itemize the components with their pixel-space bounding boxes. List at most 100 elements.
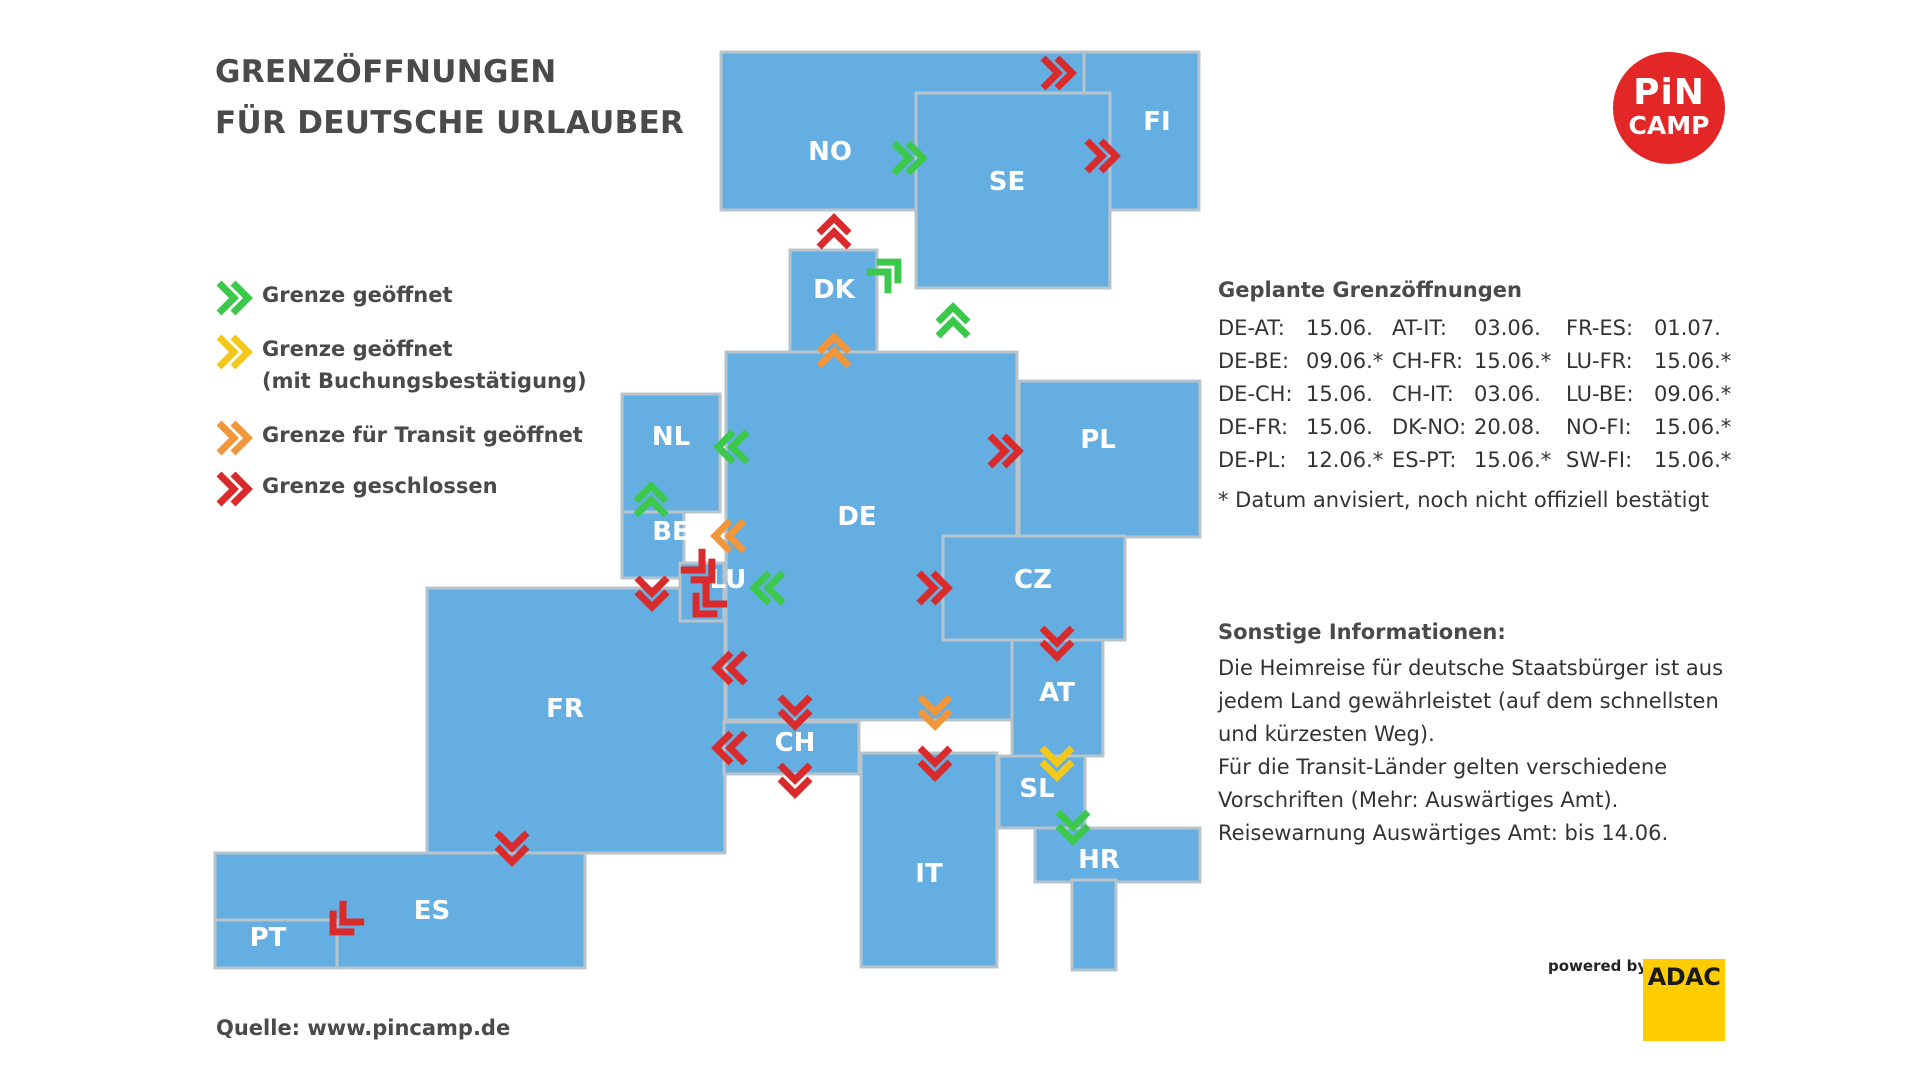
border-closed-es-pt-icon bbox=[329, 900, 365, 936]
planned-opening-row: LU-BE: 09.06.* bbox=[1566, 382, 1736, 412]
planned-opening-border: LU-FR: bbox=[1566, 349, 1633, 373]
country-label-fr: FR bbox=[546, 694, 584, 724]
planned-opening-border: CH-IT: bbox=[1392, 382, 1454, 406]
country-label-cz: CZ bbox=[1014, 565, 1052, 595]
adac-logo: ADAC bbox=[1643, 959, 1725, 1041]
country-pl bbox=[1017, 379, 1202, 539]
border-closed-de-cz-icon bbox=[916, 570, 953, 606]
legend-label: Grenze geschlossen bbox=[262, 474, 498, 498]
planned-opening-row: DK-NO:20.08. bbox=[1392, 415, 1562, 445]
country-label-fi: FI bbox=[1143, 107, 1170, 137]
country-label-es: ES bbox=[414, 896, 451, 926]
planned-opening-border: LU-BE: bbox=[1566, 382, 1634, 406]
country-ch bbox=[722, 720, 861, 776]
planned-opening-row: CH-IT: 03.06. bbox=[1392, 382, 1562, 412]
planned-opening-date: 15.06.* bbox=[1474, 448, 1552, 472]
country-hr-south bbox=[1070, 878, 1118, 972]
border-closed-cz-at-icon bbox=[1039, 625, 1075, 662]
country-fr bbox=[425, 586, 727, 855]
border-open-de-se-icon bbox=[935, 302, 971, 339]
border-closed-de-ch-icon bbox=[777, 694, 813, 731]
planned-opening-row: AT-IT: 03.06. bbox=[1392, 316, 1562, 346]
planned-opening-border: DE-AT: bbox=[1218, 316, 1285, 340]
planned-opening-date: 09.06.* bbox=[1654, 382, 1732, 406]
double-chevron-right-icon bbox=[216, 334, 253, 370]
planned-opening-row: CH-FR:15.06.* bbox=[1392, 349, 1562, 379]
planned-opening-date: 15.06.* bbox=[1654, 349, 1732, 373]
country-label-no: NO bbox=[808, 137, 852, 167]
legend-chevron-transit bbox=[216, 420, 253, 456]
adac-logo-text: ADAC bbox=[1647, 963, 1721, 991]
country-pt bbox=[213, 918, 339, 970]
country-se bbox=[914, 91, 1112, 290]
planned-opening-date: 03.06. bbox=[1474, 382, 1541, 406]
planned-opening-row: FR-ES: 01.07. bbox=[1566, 316, 1736, 346]
border-open-sl-hr-icon bbox=[1055, 809, 1091, 846]
country-label-sl: SL bbox=[1019, 774, 1054, 804]
planned-opening-border: DE-FR: bbox=[1218, 415, 1289, 439]
border-closed-fr-es-icon bbox=[494, 830, 530, 867]
planned-opening-row: DE-FR: 15.06. bbox=[1218, 415, 1388, 445]
border-booking-at-sl-icon bbox=[1039, 745, 1075, 782]
legend-label: Grenze geöffnet bbox=[262, 337, 453, 361]
planned-footnote: * Datum anvisiert, noch nicht offiziell … bbox=[1218, 488, 1710, 512]
border-closed-be-lu-icon bbox=[680, 548, 716, 584]
border-open-de-lu-icon bbox=[749, 570, 786, 606]
planned-opening-row: ES-PT: 15.06.* bbox=[1392, 448, 1562, 478]
border-closed-fi-no-icon bbox=[1040, 55, 1077, 91]
planned-opening-border: DE-CH: bbox=[1218, 382, 1293, 406]
planned-opening-date: 12.06.* bbox=[1306, 448, 1384, 472]
planned-opening-row: NO-FI:15.06.* bbox=[1566, 415, 1736, 445]
planned-opening-border: FR-ES: bbox=[1566, 316, 1634, 340]
planned-openings-title: Geplante Grenzöffnungen bbox=[1218, 278, 1522, 302]
country-be bbox=[620, 510, 686, 580]
planned-opening-date: 15.06. bbox=[1306, 415, 1373, 439]
country-label-at: AT bbox=[1039, 678, 1075, 708]
pincamp-logo: PiN CAMP bbox=[1613, 52, 1725, 164]
planned-opening-row: LU-FR: 15.06.* bbox=[1566, 349, 1736, 379]
country-label-pl: PL bbox=[1080, 425, 1116, 455]
page-title-line-1: GRENZÖFFNUNGEN bbox=[215, 54, 557, 90]
other-info-line: und kürzesten Weg). bbox=[1218, 722, 1435, 746]
country-label-dk: DK bbox=[813, 275, 856, 305]
border-transit-de-at-icon bbox=[917, 694, 953, 731]
country-label-nl: NL bbox=[652, 422, 690, 452]
planned-opening-date: 15.06.* bbox=[1654, 448, 1732, 472]
planned-opening-row: DE-CH:15.06. bbox=[1218, 382, 1388, 412]
country-label-ch: CH bbox=[775, 728, 816, 758]
border-closed-se-fi-icon bbox=[1084, 138, 1121, 174]
other-info-line: Für die Transit-Länder gelten verschiede… bbox=[1218, 755, 1668, 779]
other-info-line: jedem Land gewährleistet (auf dem schnel… bbox=[1218, 689, 1719, 713]
source-credit: Quelle: www.pincamp.de bbox=[216, 1016, 511, 1040]
planned-opening-date: 15.06. bbox=[1306, 316, 1373, 340]
planned-opening-date: 01.07. bbox=[1654, 316, 1721, 340]
planned-opening-date: 15.06.* bbox=[1654, 415, 1732, 439]
border-open-de-nl-icon bbox=[713, 429, 750, 465]
planned-opening-border: DE-BE: bbox=[1218, 349, 1290, 373]
planned-opening-date: 09.06.* bbox=[1306, 349, 1384, 373]
page-title-line-2: FÜR DEUTSCHE URLAUBER bbox=[215, 105, 685, 141]
other-info-line: Reisewarnung Auswärtiges Amt: bis 14.06. bbox=[1218, 821, 1669, 845]
legend-chevron-closed bbox=[216, 471, 253, 507]
border-transit-de-dk-icon bbox=[816, 332, 852, 369]
planned-opening-row: DE-AT: 15.06. bbox=[1218, 316, 1388, 346]
planned-opening-border: ES-PT: bbox=[1392, 448, 1457, 472]
border-closed-be-fr-icon bbox=[634, 575, 670, 612]
country-label-de: DE bbox=[837, 502, 876, 532]
border-open-dk-se-icon bbox=[866, 258, 902, 294]
planned-opening-row: DE-PL: 12.06.* bbox=[1218, 448, 1388, 478]
border-closed-ch-it-icon bbox=[777, 762, 813, 799]
border-closed-at-it-icon bbox=[917, 745, 953, 782]
legend-chevron-booking bbox=[216, 334, 253, 370]
other-info-line: Vorschriften (Mehr: Auswärtiges Amt). bbox=[1218, 788, 1619, 812]
planned-opening-border: DE-PL: bbox=[1218, 448, 1287, 472]
other-info-title: Sonstige Informationen: bbox=[1218, 620, 1506, 644]
planned-opening-date: 15.06.* bbox=[1474, 349, 1552, 373]
planned-opening-date: 03.06. bbox=[1474, 316, 1541, 340]
country-label-lu: LU bbox=[710, 565, 747, 595]
border-closed-ch-fr-icon bbox=[711, 730, 748, 766]
planned-opening-date: 20.08. bbox=[1474, 415, 1541, 439]
planned-opening-border: AT-IT: bbox=[1392, 316, 1448, 340]
country-label-se: SE bbox=[989, 167, 1026, 197]
